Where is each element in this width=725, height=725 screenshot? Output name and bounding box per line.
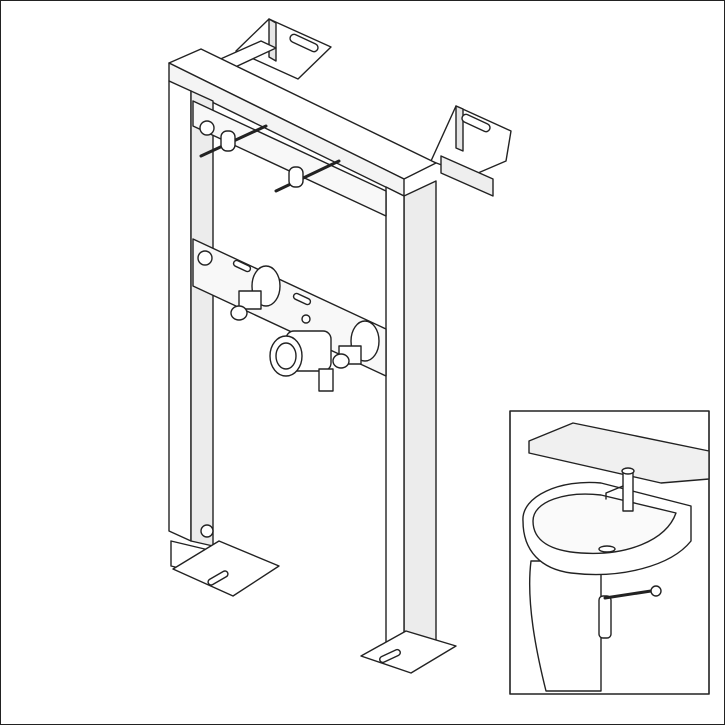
upper-rail [192,100,387,217]
left-post [168,80,280,597]
elbow-fitting-right [332,320,380,369]
right-post [360,180,457,674]
elbow-fitting-left [230,265,281,321]
inset-washbasin-preview [509,410,710,695]
wall-bracket-right [430,105,512,197]
left-foot-plate [172,540,280,597]
mounting-plate [192,238,387,377]
right-foot-plate [360,630,457,674]
waste-connector [269,314,334,392]
